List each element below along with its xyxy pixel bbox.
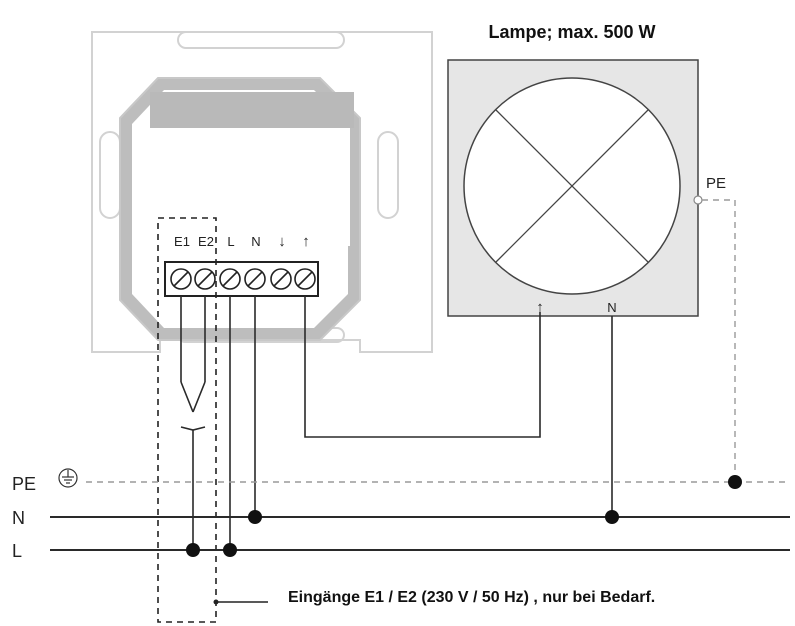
lamp-pe-terminal	[693, 195, 703, 205]
pe-wires	[86, 199, 790, 483]
lamp: ↑ N PE	[447, 59, 726, 317]
lamp-terminal-n-label: N	[607, 300, 616, 315]
junction-l-e	[186, 543, 200, 557]
pe-bus-label: PE	[12, 474, 36, 494]
lamp-pe-label: PE	[706, 175, 726, 192]
junction-n-lamp	[605, 510, 619, 524]
junction-l-terminal	[223, 543, 237, 557]
n-bus-label: N	[12, 508, 25, 528]
junction-n-terminal	[248, 510, 262, 524]
junction-pe-lamp	[728, 475, 742, 489]
lamp-terminal-arrow-label: ↑	[536, 299, 544, 316]
lamp-title: Lampe; max. 500 W	[488, 22, 655, 42]
terminal-block	[164, 261, 319, 297]
wires	[50, 296, 790, 551]
insert-module	[119, 77, 361, 341]
switch-e1	[180, 381, 194, 413]
switch-e2	[192, 381, 206, 413]
l-bus-label: L	[12, 541, 22, 561]
terminal-label-l: L	[227, 234, 234, 249]
terminal-label-n: N	[251, 234, 260, 249]
inputs-note: Eingänge E1 / E2 (230 V / 50 Hz) , nur b…	[288, 589, 655, 606]
junction-dots	[186, 475, 742, 557]
terminal-label-arrow-down: ↓	[278, 233, 286, 250]
terminal-labels: E1 E2 L N ↓ ↑	[174, 233, 310, 250]
note-leader-dot	[213, 599, 219, 605]
terminal-label-e2: E2	[198, 234, 214, 249]
ground-icon	[58, 468, 78, 488]
terminal-label-arrow-up: ↑	[302, 233, 310, 250]
terminal-label-e1: E1	[174, 234, 190, 249]
